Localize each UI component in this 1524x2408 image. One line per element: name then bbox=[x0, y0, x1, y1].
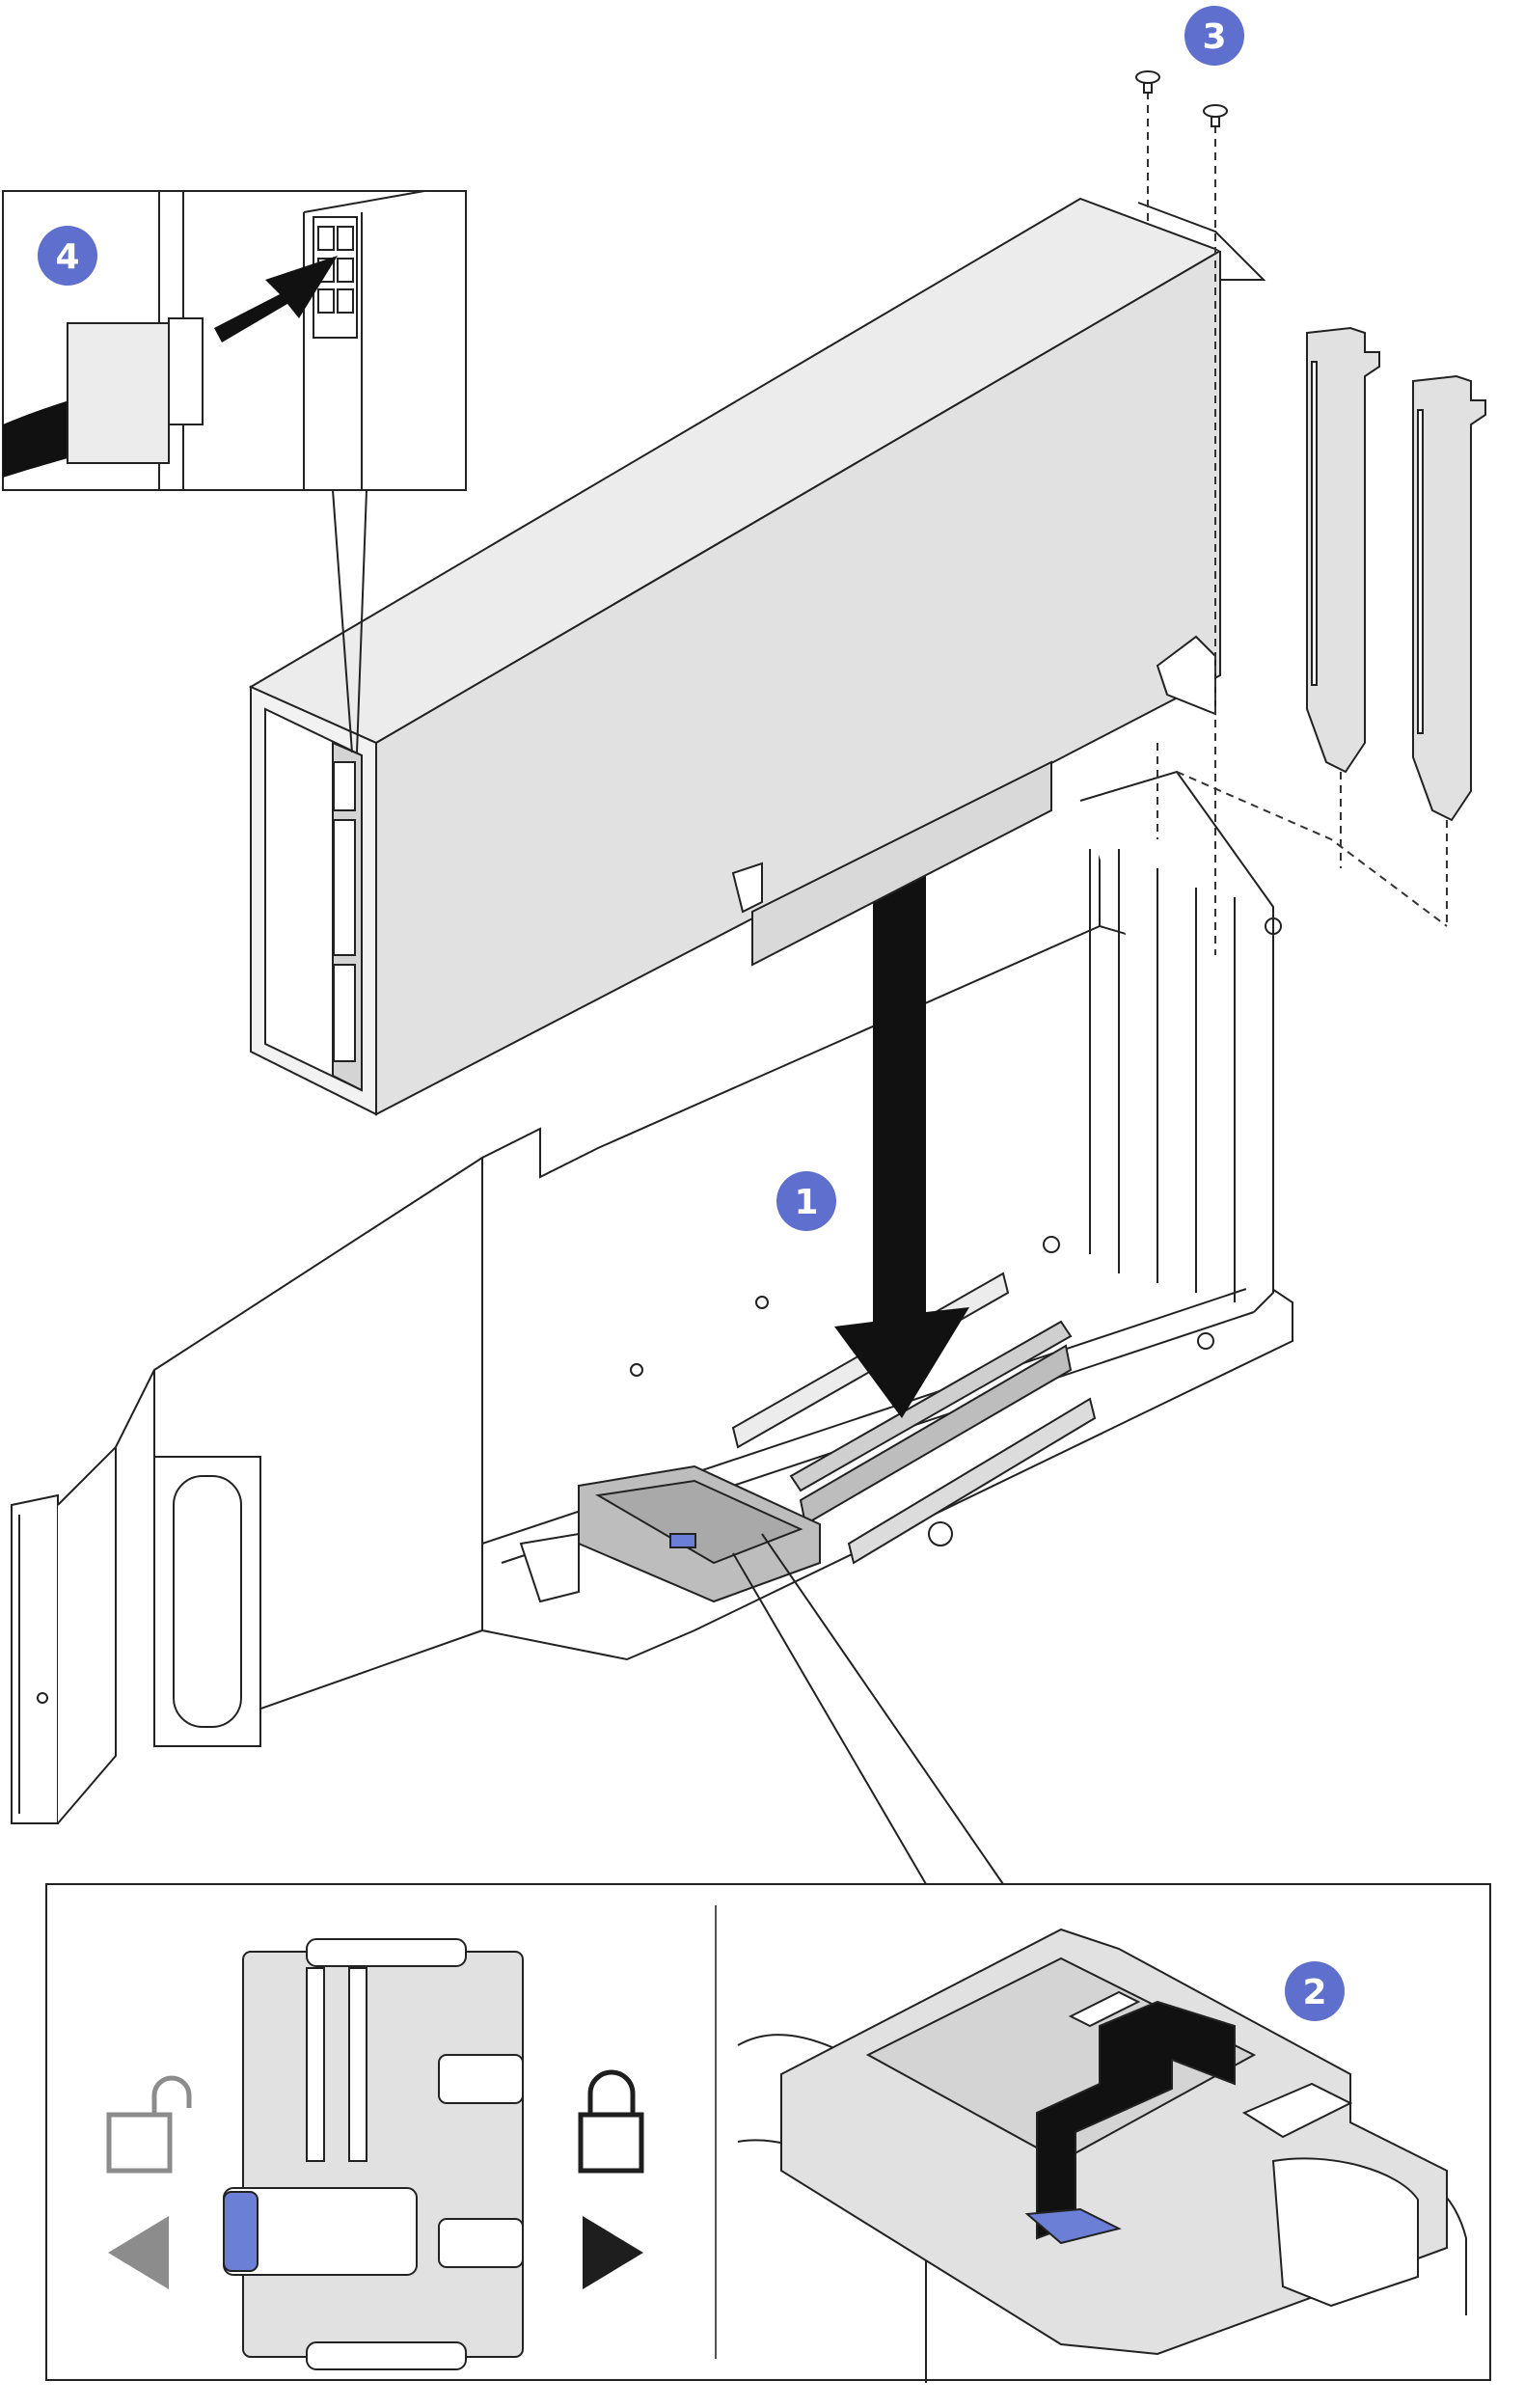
slide-latch-arrow-icon bbox=[1036, 2000, 1236, 2240]
unlocked-padlock-icon bbox=[106, 2075, 192, 2174]
step-badge-1: 1 bbox=[776, 1171, 836, 1231]
latch-isometric-view bbox=[737, 1928, 1467, 2383]
screws bbox=[1135, 70, 1228, 127]
step-badge-2-label: 2 bbox=[1302, 1973, 1326, 2012]
step-badge-4-label: 4 bbox=[55, 237, 79, 277]
step-badge-3: 3 bbox=[1184, 6, 1244, 66]
screw-icon bbox=[1203, 104, 1228, 118]
triangle-right-icon bbox=[583, 2216, 643, 2289]
latch-detail-inset bbox=[45, 1533, 1491, 2383]
step-badge-4: 4 bbox=[38, 226, 97, 286]
step-badge-1-label: 1 bbox=[794, 1183, 818, 1222]
plug-in-arrow-icon bbox=[214, 256, 338, 342]
locked-padlock-icon bbox=[578, 2069, 644, 2174]
screw-guide-lines bbox=[1147, 92, 1448, 955]
latch-blue-tab bbox=[223, 2191, 259, 2272]
latch-front-view bbox=[223, 1938, 524, 2370]
step-badge-3-label: 3 bbox=[1202, 17, 1226, 57]
screw-icon bbox=[1135, 70, 1160, 84]
slot-filler-brackets bbox=[1306, 326, 1486, 822]
gpu-card bbox=[248, 197, 1266, 1116]
step-badge-2: 2 bbox=[1285, 1961, 1345, 2021]
insert-down-arrow bbox=[834, 873, 969, 1418]
riser-latch bbox=[519, 1464, 821, 1603]
triangle-left-icon bbox=[108, 2216, 169, 2289]
